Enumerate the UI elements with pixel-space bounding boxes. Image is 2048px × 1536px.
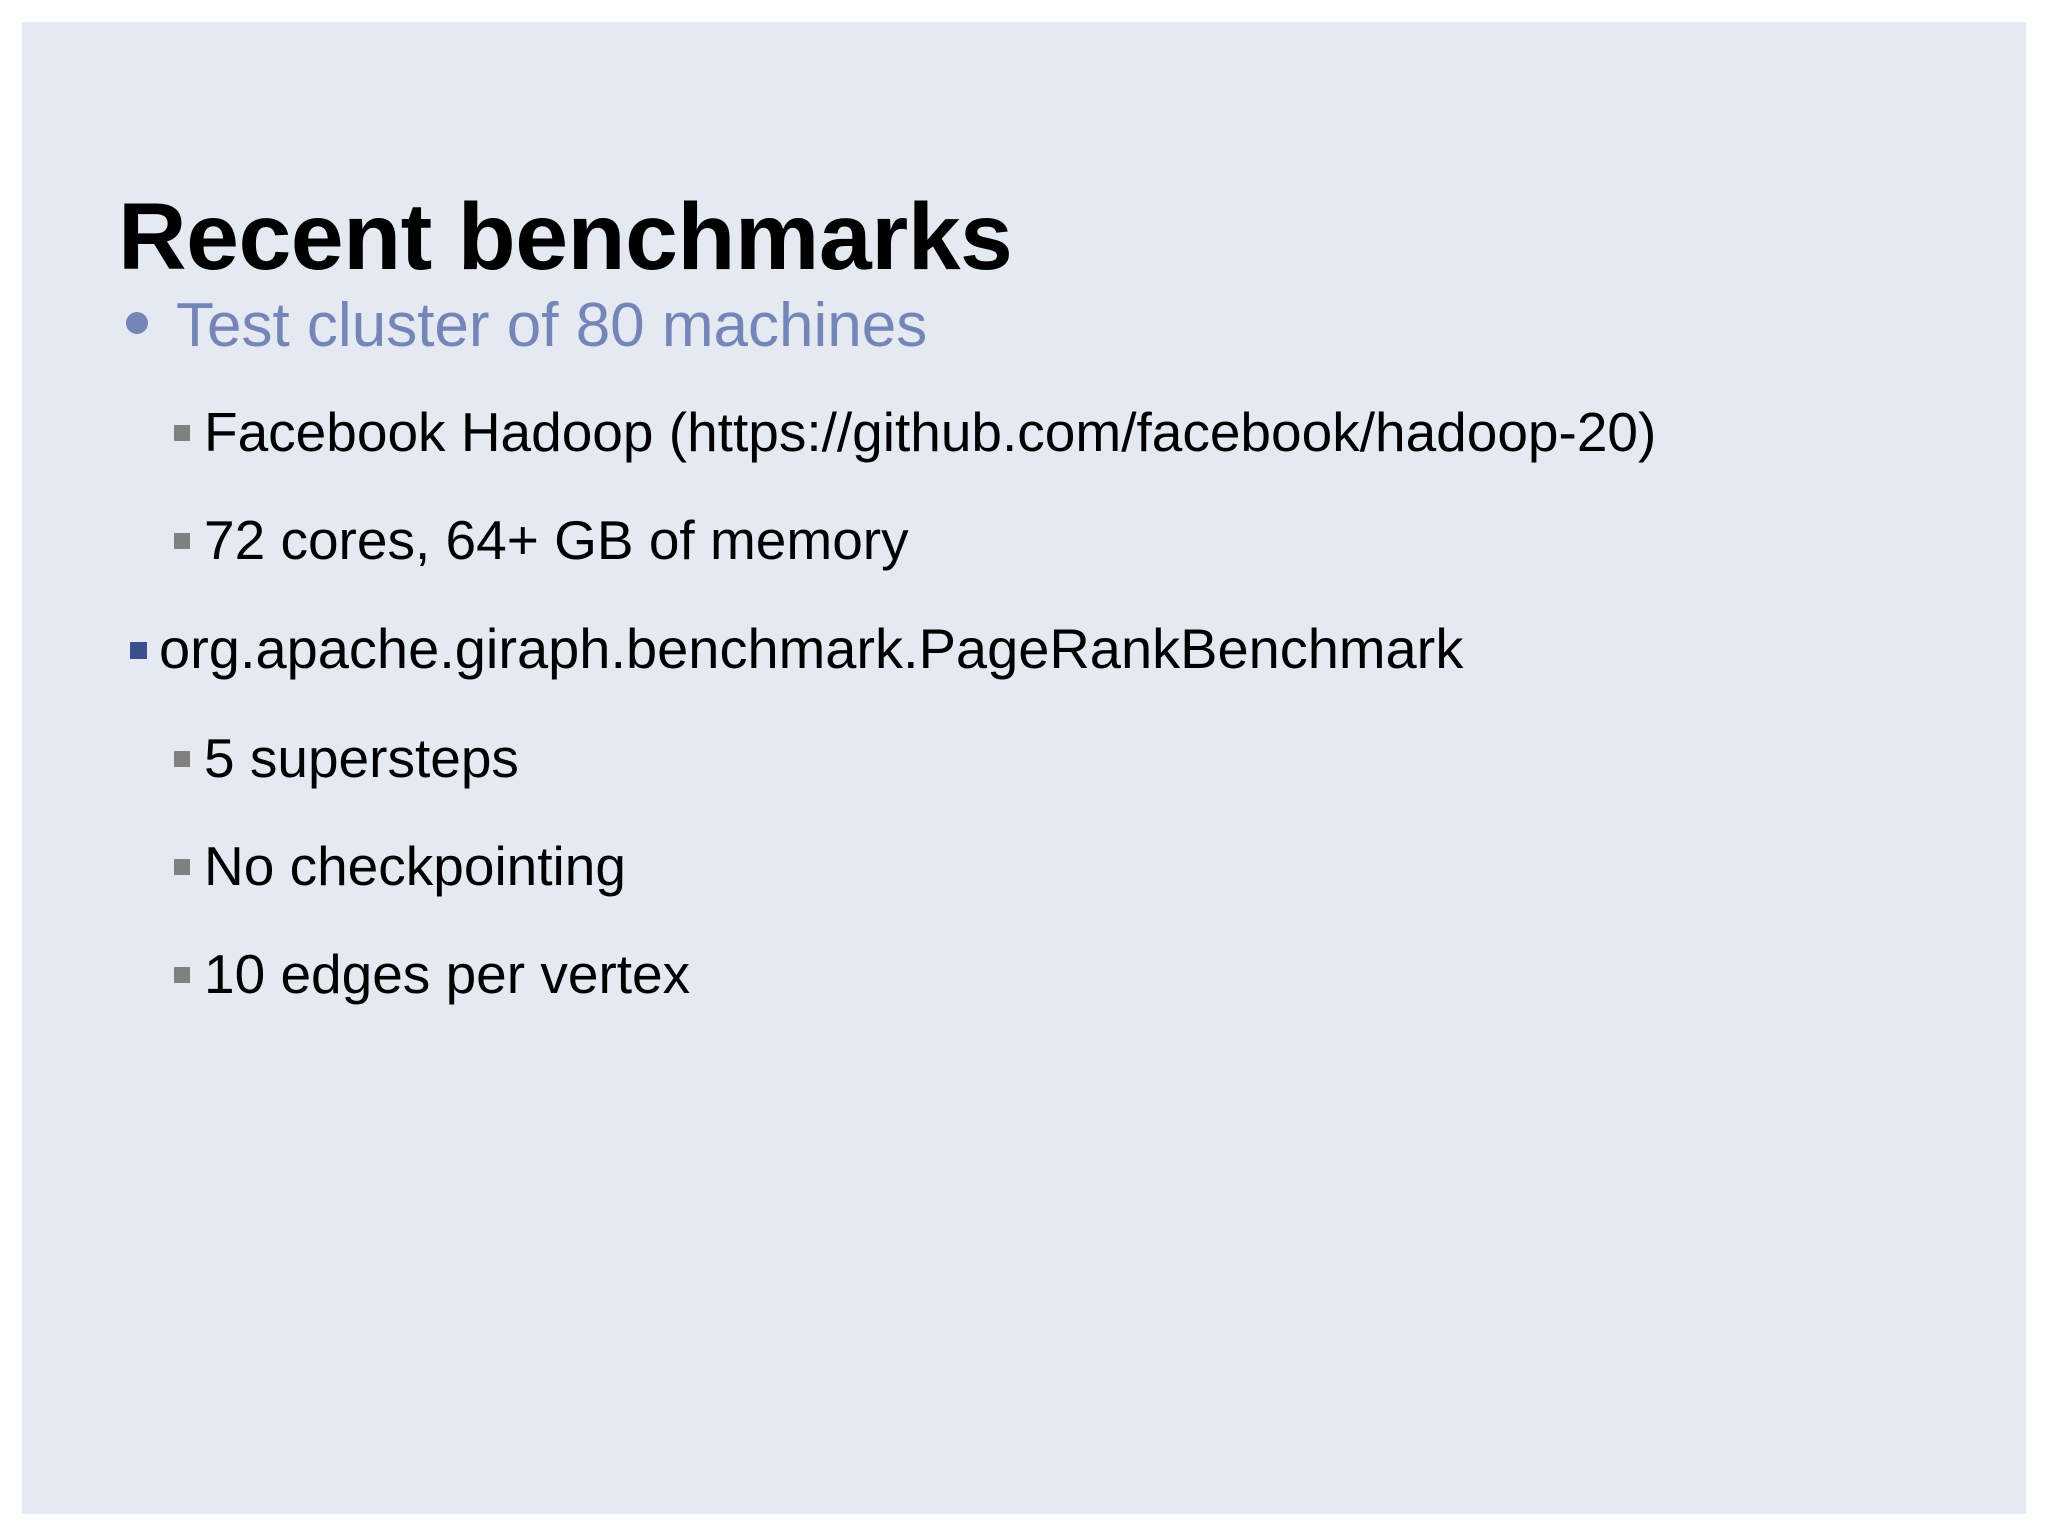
list-item-label: 5 supersteps — [204, 727, 519, 789]
bullet-square-icon — [174, 533, 190, 549]
list-item: Test cluster of 80 machines — [118, 274, 1968, 378]
list-item-label: 72 cores, 64+ GB of memory — [204, 509, 909, 571]
slide: Recent benchmarks Test cluster of 80 mac… — [22, 22, 2026, 1514]
list-item: org.apache.giraph.benchmark.PageRankBenc… — [118, 594, 1968, 704]
page-title: Recent benchmarks — [118, 183, 1013, 290]
list-item-label: No checkpointing — [204, 835, 626, 897]
list-item: 5 supersteps — [118, 704, 1968, 812]
list-item: 10 edges per vertex — [118, 920, 1968, 1028]
bullet-square-icon — [130, 642, 147, 659]
bullet-square-icon — [174, 425, 190, 441]
bullet-square-icon — [174, 967, 190, 983]
list-item-label: Test cluster of 80 machines — [176, 291, 928, 360]
bullet-square-icon — [174, 751, 190, 767]
list-item: No checkpointing — [118, 812, 1968, 920]
bullet-square-icon — [174, 859, 190, 875]
list-item-label: Facebook Hadoop (https://github.com/face… — [204, 401, 1657, 463]
list-item-label: 10 edges per vertex — [204, 943, 691, 1005]
slide-body: Recent benchmarks Test cluster of 80 mac… — [22, 22, 2026, 1514]
list-item: Facebook Hadoop (https://github.com/face… — [118, 378, 1968, 486]
list-item: 72 cores, 64+ GB of memory — [118, 486, 1968, 594]
bullet-dot-icon — [126, 312, 148, 334]
list-item-label: org.apache.giraph.benchmark.PageRankBenc… — [159, 617, 1464, 680]
